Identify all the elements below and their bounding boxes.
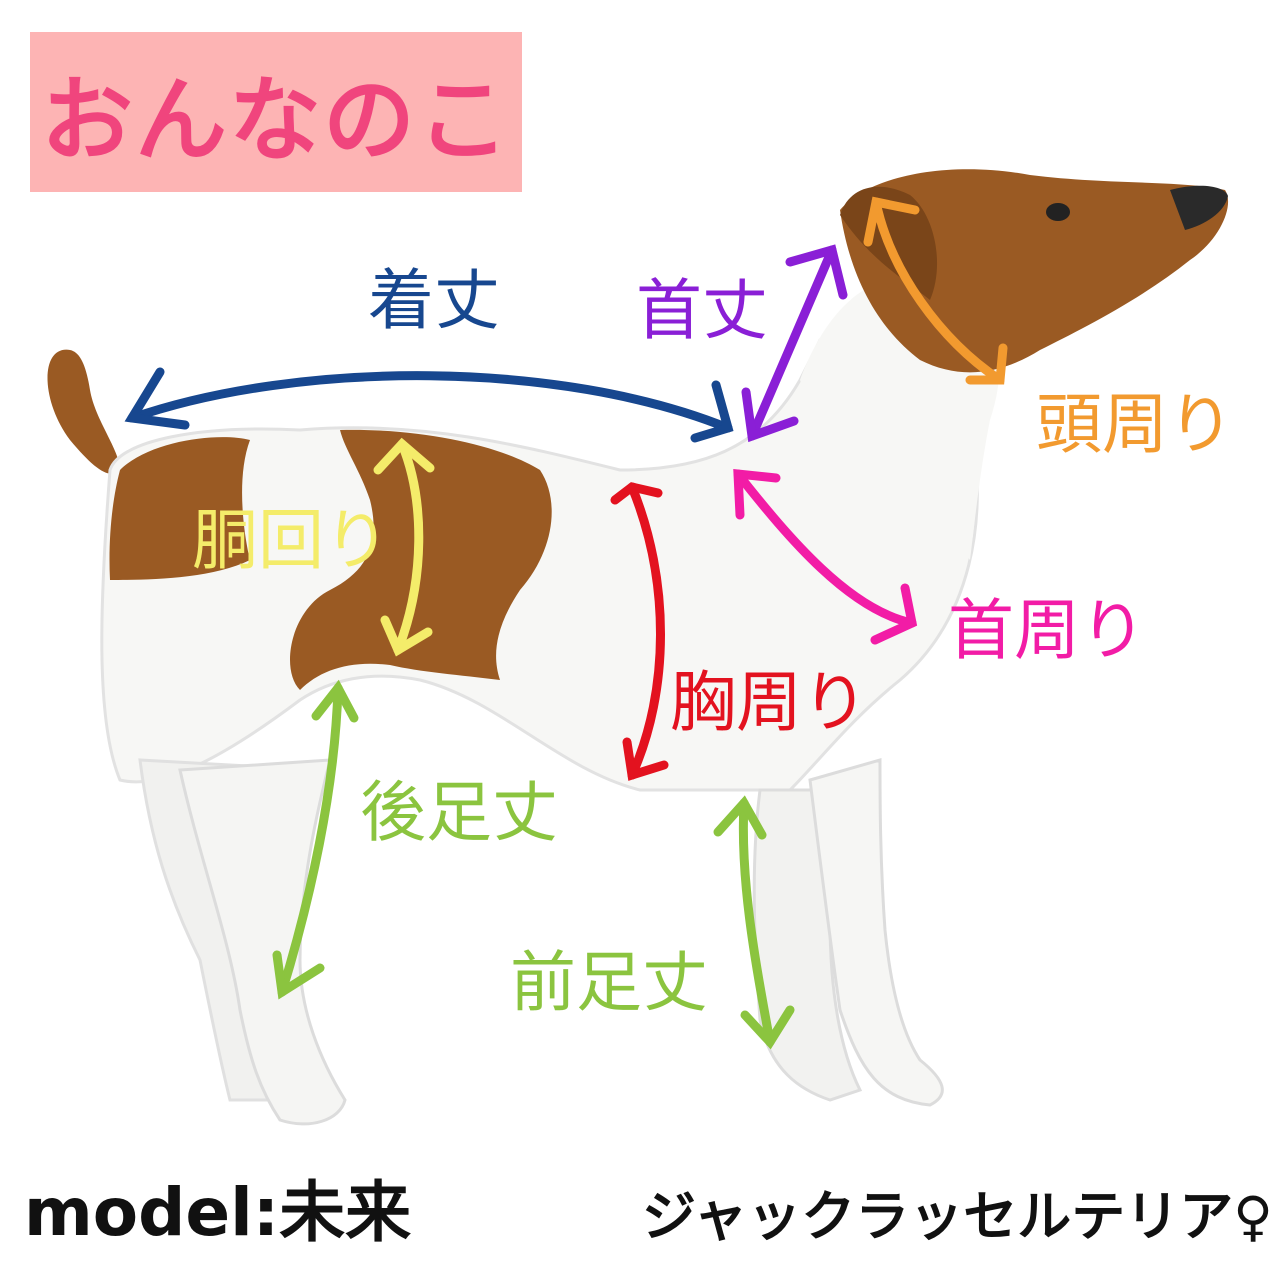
label-body-length: 着丈 bbox=[368, 262, 500, 339]
page-title: おんなのこ bbox=[40, 66, 511, 174]
label-neck-length: 首丈 bbox=[636, 272, 768, 349]
arrow-fore-leg bbox=[713, 795, 795, 1050]
arrow-hind-leg bbox=[272, 679, 359, 1000]
arrow-chest-girth bbox=[610, 482, 669, 781]
label-hind-leg: 後足丈 bbox=[360, 774, 558, 851]
label-chest-girth: 胸周り bbox=[670, 664, 868, 741]
title-banner: おんなのこ bbox=[30, 32, 522, 192]
arrow-body-length bbox=[124, 367, 734, 443]
breed-name: ジャックラッセルテリア♀ bbox=[642, 1185, 1273, 1248]
arrow-neck-girth bbox=[733, 468, 918, 645]
label-torso-girth: 胴回り bbox=[192, 502, 390, 579]
label-fore-leg: 前足丈 bbox=[510, 944, 708, 1021]
arrow-neck-length bbox=[741, 244, 848, 443]
label-head-girth: 頭周り bbox=[1036, 386, 1234, 463]
model-name: model:未来 bbox=[24, 1174, 412, 1251]
arrow-torso-girth bbox=[373, 437, 435, 657]
arrow-head-girth bbox=[863, 196, 1008, 385]
label-neck-girth: 首周り bbox=[948, 592, 1146, 669]
